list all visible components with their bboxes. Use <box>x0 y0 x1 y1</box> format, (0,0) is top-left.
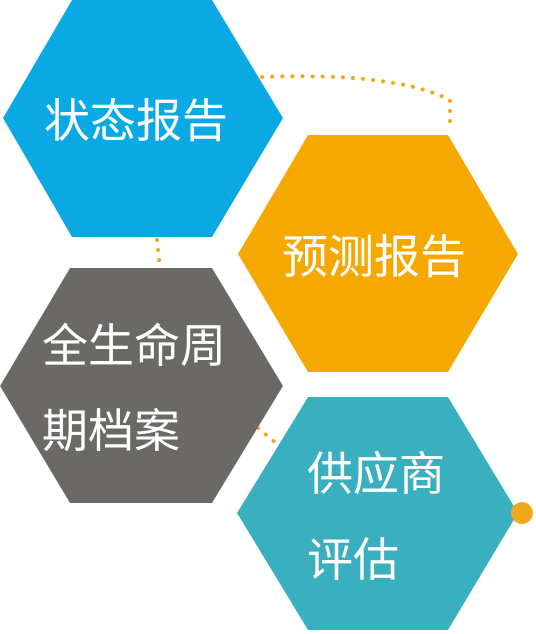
supplier-evaluation-label-line-1: 供应商 <box>307 447 445 501</box>
forecast-report-label: 预测报告 <box>282 230 466 284</box>
supplier-evaluation-hexagon <box>237 397 518 630</box>
connector-lifecycle-to-supplier <box>256 426 284 450</box>
forecast-report-hexagon <box>238 135 518 372</box>
lifecycle-archive-label-line-2: 期档案 <box>42 404 180 458</box>
status-report-label: 状态报告 <box>44 94 228 148</box>
supplier-evaluation-label-line-2: 评估 <box>307 533 399 587</box>
connector-status-to-lifecycle <box>155 238 162 270</box>
connector-status-to-forecast <box>260 74 452 130</box>
status-report-hexagon <box>3 0 283 237</box>
connector-end-dot <box>511 502 533 524</box>
lifecycle-archive-hexagon <box>0 268 283 503</box>
lifecycle-archive-label-line-1: 全生命周 <box>42 319 226 373</box>
